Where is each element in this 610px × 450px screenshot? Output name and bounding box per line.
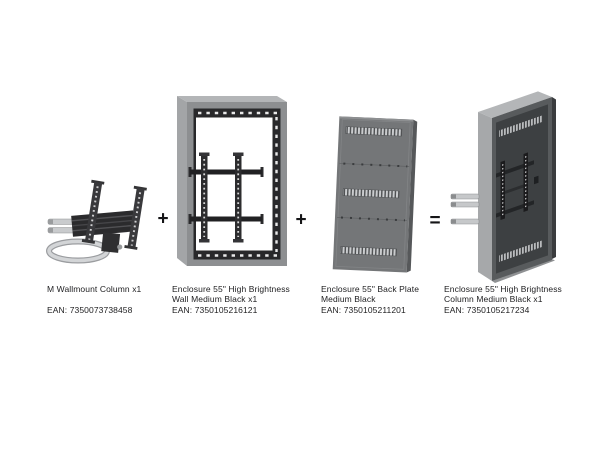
equals-sign: =: [429, 210, 441, 232]
product-ean: EAN: 7350105211201: [321, 305, 406, 315]
vesa-mount-icon: [496, 152, 539, 221]
box-front-face: [492, 96, 552, 281]
enclosure-wall-illustration: [177, 96, 287, 266]
product-label-back-plate: Enclosure 55" Back Plate Medium Black EA…: [321, 284, 420, 316]
product-name-line2: Column Medium Black x1: [444, 293, 543, 304]
product-ean: EAN: 7350073738458: [47, 305, 133, 315]
product-name: Enclosure 55" High Brightness Column Med…: [444, 284, 562, 306]
wallmount-column-illustration: [46, 179, 147, 264]
product-wallmount-column: [32, 160, 162, 272]
product-ean: EAN: 7350105217234: [444, 305, 530, 315]
product-name-line1: M Wallmount Column x1: [47, 284, 142, 294]
product-enclosure-column: [443, 70, 578, 285]
vesa-mount-icon: [188, 152, 264, 243]
product-name-line2: Wall Medium Black x1: [172, 293, 258, 304]
plate-fold-edge: [406, 119, 418, 273]
product-label-enclosure-column: Enclosure 55" High Brightness Column Med…: [444, 284, 562, 316]
box-bottom-edge: [492, 259, 555, 283]
product-name-line2: Medium Black: [321, 293, 376, 304]
plus-sign-2: +: [295, 209, 307, 231]
enclosure-column-illustration: [450, 91, 556, 283]
plus-sign-1: +: [157, 208, 169, 230]
frame-side-face: [177, 96, 187, 266]
product-back-plate: [328, 108, 423, 276]
frame-top-face: [177, 96, 287, 102]
tilt-bracket-icon: [101, 232, 123, 253]
product-ean: EAN: 7350105216121: [172, 305, 258, 315]
product-name: M Wallmount Column x1: [47, 284, 142, 306]
screw-hole-rows-icon: [336, 162, 410, 222]
box-right-edge: [552, 97, 556, 259]
product-label-wallmount-column: M Wallmount Column x1 EAN: 7350073738458: [47, 284, 142, 316]
product-enclosure-wall: [172, 92, 292, 272]
column-tubes-icon: [47, 218, 79, 234]
product-name-line1: Enclosure 55" High Brightness: [172, 284, 290, 294]
column-tubes-icon: [450, 193, 480, 225]
vent-slots-icon: [340, 126, 403, 257]
back-plate-illustration: [332, 116, 418, 273]
vesa-rail-right-icon: [124, 185, 147, 250]
box-side-face: [478, 112, 492, 281]
product-name-line1: Enclosure 55" Back Plate: [321, 284, 420, 294]
product-name: Enclosure 55" High Brightness Wall Mediu…: [172, 284, 290, 306]
pipe-hoop-icon: [46, 238, 110, 264]
product-label-enclosure-wall: Enclosure 55" High Brightness Wall Mediu…: [172, 284, 290, 316]
vesa-rail-left-icon: [81, 179, 105, 244]
mount-body-icon: [71, 210, 135, 237]
product-name-line1: Enclosure 55" High Brightness: [444, 284, 562, 294]
box-top-face: [478, 91, 552, 118]
vent-bottom-icon: [499, 240, 543, 263]
product-name: Enclosure 55" Back Plate Medium Black: [321, 284, 420, 306]
vent-top-icon: [499, 115, 543, 138]
